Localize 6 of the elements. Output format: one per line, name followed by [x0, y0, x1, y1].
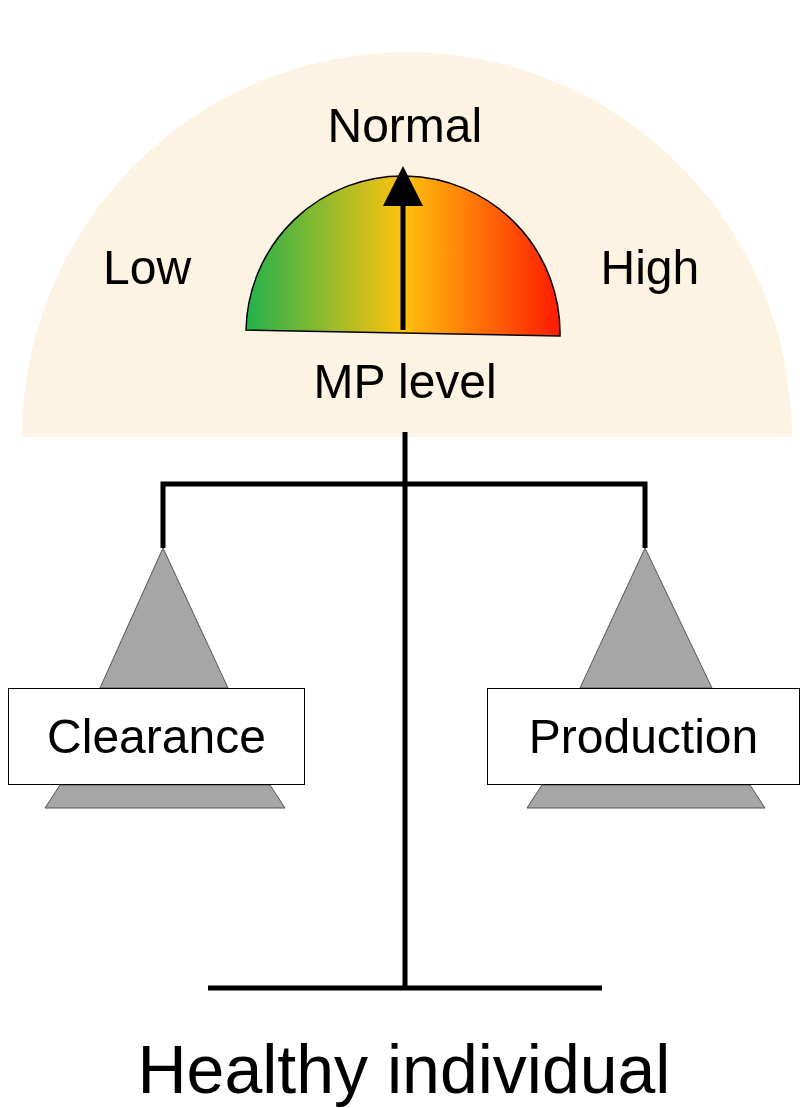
- gauge-label: Low: [103, 244, 192, 292]
- pan-label: Clearance: [8, 688, 305, 785]
- gauge-title: MP level: [313, 358, 497, 406]
- pan-label: Production: [487, 688, 800, 785]
- gauge-label: High: [600, 244, 700, 292]
- gauge-label: Normal: [327, 102, 483, 150]
